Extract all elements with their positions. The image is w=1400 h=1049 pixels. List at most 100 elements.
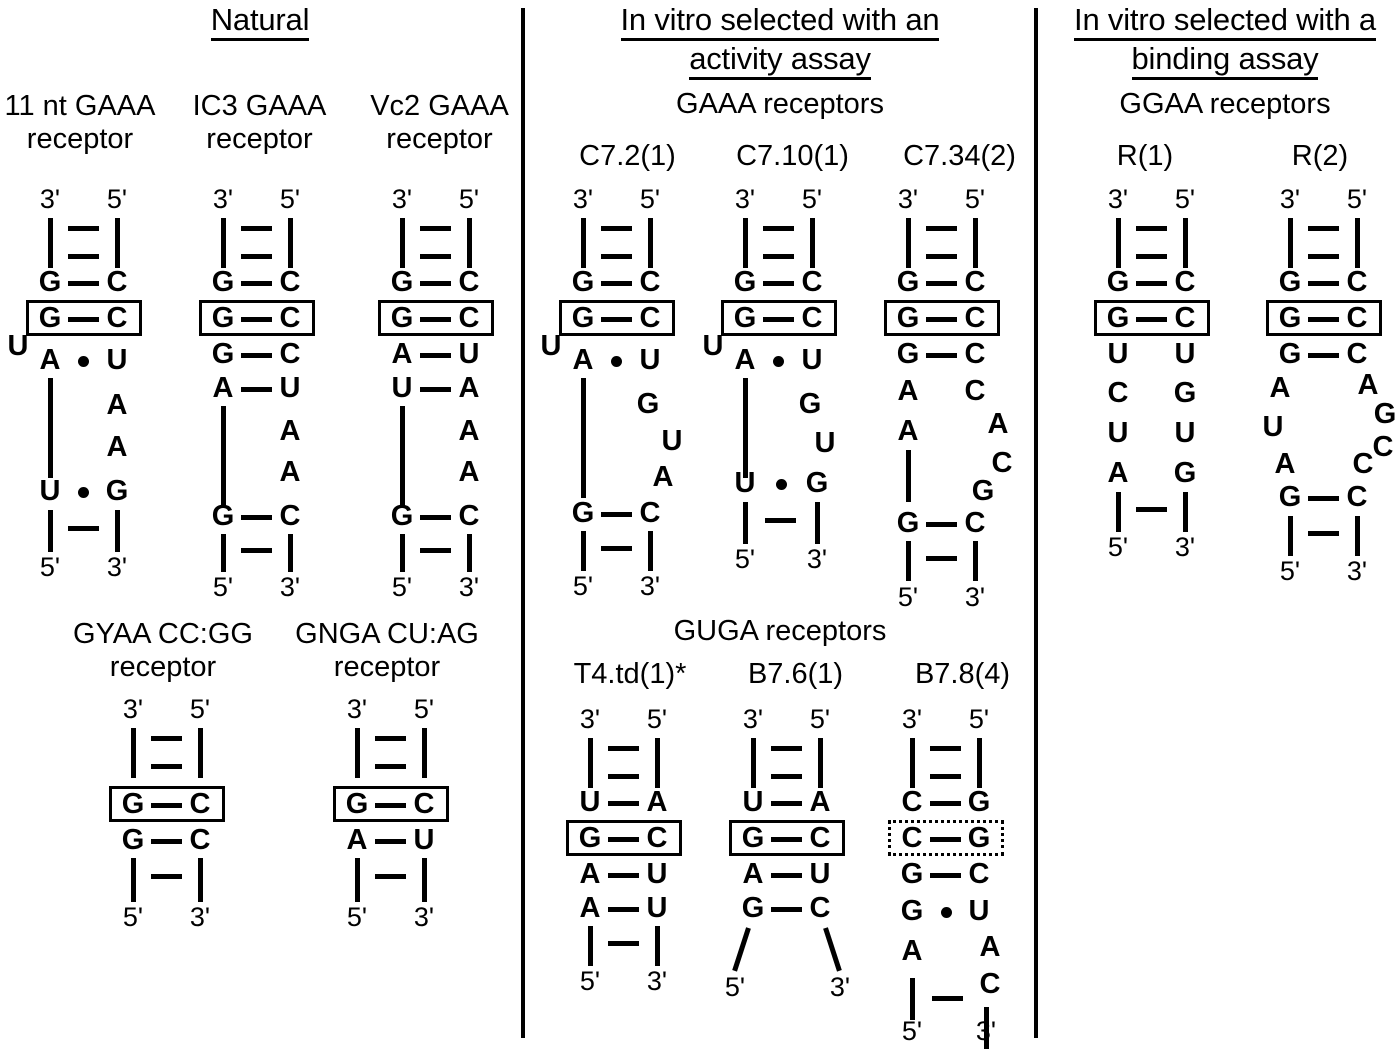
base-right-7: G bbox=[971, 475, 995, 507]
label-3prime-bottom: 3' bbox=[975, 1016, 997, 1046]
base-right-1: C bbox=[106, 266, 128, 298]
bond-top-2 bbox=[420, 253, 451, 259]
base-left-1: U bbox=[742, 786, 764, 818]
backbone-right-bottom bbox=[421, 858, 427, 902]
label-5prime-bottom: 5' bbox=[724, 972, 746, 1002]
base-right-2: C bbox=[1346, 302, 1368, 334]
base-right-5: U bbox=[814, 427, 836, 459]
backbone-left-loop bbox=[220, 406, 226, 506]
base-left-6: A bbox=[1274, 448, 1296, 480]
bond-1 bbox=[375, 802, 406, 808]
base-right-5: A bbox=[106, 431, 128, 463]
bond-1 bbox=[771, 800, 802, 806]
boxed-pair-highlight bbox=[1266, 300, 1382, 336]
base-left-2: G bbox=[571, 302, 595, 334]
bond-2 bbox=[601, 316, 632, 322]
backbone-left-bottom bbox=[1115, 492, 1121, 532]
base-right-7: C bbox=[279, 500, 301, 532]
base-left-1: G bbox=[571, 266, 595, 298]
structure-title-t4td: T4.td(1)* bbox=[573, 658, 687, 690]
label-5prime-bottom: 5' bbox=[346, 902, 368, 932]
base-right-1: C bbox=[279, 266, 301, 298]
base-right-2: C bbox=[106, 302, 128, 334]
bond-2 bbox=[68, 316, 99, 322]
bond-bottom bbox=[420, 547, 451, 553]
bond-2 bbox=[1308, 316, 1339, 322]
bond-bottom bbox=[68, 525, 99, 531]
bond-3 bbox=[1308, 352, 1339, 358]
backbone-right-bottom bbox=[647, 531, 653, 571]
base-left-2: G bbox=[1106, 302, 1130, 334]
section-title-activity: In vitro selected with an activity assay bbox=[545, 2, 1015, 80]
label-3prime-bottom: 3' bbox=[1346, 556, 1368, 586]
base-right-2: C bbox=[646, 822, 668, 854]
structure-ic3-gaaa-receptor: 3' 5' G C G C G C A U A A G C 5' 3' bbox=[180, 180, 355, 601]
base-right-2: C bbox=[279, 302, 301, 334]
label-3prime-bottom: 3' bbox=[1174, 532, 1196, 562]
structure-c734-receptor: 3' 5' G C G C G C A C A A C G G C 5' 3' bbox=[858, 180, 1033, 611]
bond-top-1 bbox=[771, 745, 802, 751]
label-3prime-bottom: 3' bbox=[458, 572, 480, 602]
base-right-1: C bbox=[1174, 266, 1196, 298]
structure-title-b78: B7.8(4) bbox=[914, 658, 1011, 690]
base-right-1: A bbox=[809, 786, 831, 818]
base-left-1: G bbox=[345, 788, 369, 820]
bond-3 bbox=[608, 872, 639, 878]
boxed-pair-highlight bbox=[1094, 300, 1210, 336]
bond-2 bbox=[1136, 316, 1167, 322]
bond-2 bbox=[420, 316, 451, 322]
structure-title-c710: C7.10(1) bbox=[736, 140, 849, 172]
bond-1 bbox=[601, 280, 632, 286]
base-right-4: C bbox=[964, 375, 986, 407]
bond-top-2 bbox=[930, 773, 961, 779]
base-left-4: A bbox=[212, 372, 234, 404]
base-right-3: U bbox=[1174, 338, 1196, 370]
base-left-7: G bbox=[1278, 481, 1302, 513]
base-left-5: A bbox=[901, 935, 923, 967]
label-3prime-bottom: 3' bbox=[829, 972, 851, 1002]
base-right-1: C bbox=[189, 788, 211, 820]
structure-title-gyaa: GYAA CC:GG receptor bbox=[73, 618, 253, 683]
label-3prime-top: 3' bbox=[122, 694, 144, 724]
base-left-4: U bbox=[39, 475, 61, 507]
base-left-3: G bbox=[900, 858, 924, 890]
backbone-left-top bbox=[354, 728, 360, 778]
bond-1 bbox=[1308, 280, 1339, 286]
bond-top-2 bbox=[608, 773, 639, 779]
backbone-left-loop bbox=[905, 450, 911, 502]
base-left-3: A bbox=[572, 344, 594, 376]
base-left-2: A bbox=[346, 824, 368, 856]
section-title-binding-line2: binding assay bbox=[1131, 41, 1319, 80]
bond-4 bbox=[1308, 495, 1339, 501]
boxed-pair-highlight bbox=[559, 300, 675, 336]
base-left-3: A bbox=[734, 344, 756, 376]
base-left-2: C bbox=[901, 822, 923, 854]
base-right-4: C bbox=[809, 892, 831, 924]
backbone-right-bottom bbox=[814, 502, 820, 544]
bond-bottom bbox=[1136, 506, 1167, 512]
label-5prime-top: 5' bbox=[646, 704, 668, 734]
bond-top-2 bbox=[601, 253, 632, 259]
bond-top-1 bbox=[375, 735, 406, 741]
label-5prime-bottom: 5' bbox=[212, 572, 234, 602]
backbone-right-bottom bbox=[972, 541, 978, 581]
base-right-7: C bbox=[1352, 448, 1374, 480]
backbone-right-top bbox=[287, 218, 293, 268]
base-right-6: A bbox=[652, 461, 674, 493]
base-right-4: G bbox=[636, 388, 660, 420]
backbone-right-top bbox=[809, 218, 815, 268]
base-extra-u: U bbox=[702, 330, 724, 362]
bond-3 bbox=[930, 872, 961, 878]
backbone-right-bottom bbox=[654, 926, 660, 966]
base-right-4: U bbox=[279, 372, 301, 404]
label-5prime-bottom: 5' bbox=[901, 1016, 923, 1046]
backbone-left-bottom bbox=[354, 858, 360, 902]
label-3prime-bottom: 3' bbox=[189, 902, 211, 932]
bond-4 bbox=[771, 906, 802, 912]
bond-2 bbox=[930, 836, 961, 842]
bond-top-1 bbox=[608, 745, 639, 751]
bond-4 bbox=[420, 386, 451, 392]
backbone-left-top bbox=[905, 218, 911, 268]
bond-top-2 bbox=[763, 253, 794, 259]
bond-4 bbox=[926, 521, 957, 527]
